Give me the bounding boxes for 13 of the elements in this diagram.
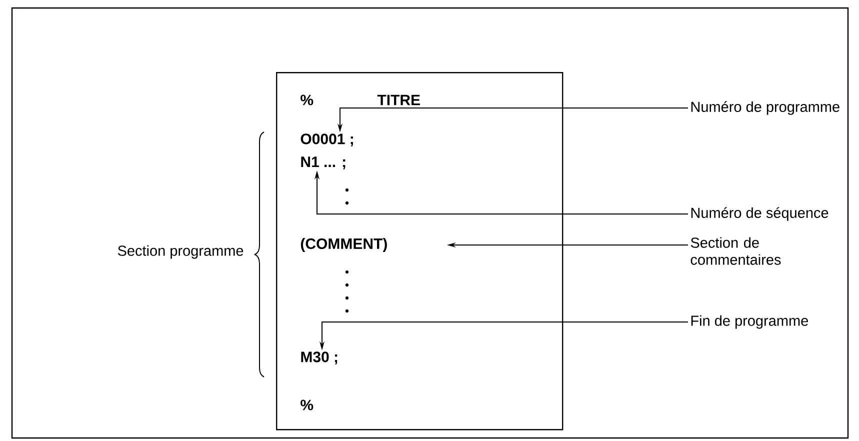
code-line: M30 ;	[301, 352, 338, 364]
callout-label: Section de commentaires	[690, 237, 781, 265]
callout-label: Fin de programme	[691, 315, 808, 329]
callout-label: Numéro de programme	[691, 101, 840, 115]
section-label: Section programme	[118, 245, 244, 259]
code-line: (COMMENT)	[300, 238, 387, 252]
code-line: TITRE	[377, 94, 420, 106]
code-line: %	[300, 94, 314, 106]
program-listing-box	[276, 72, 564, 430]
code-line: N1 ... ;	[301, 156, 346, 170]
code-line: %	[300, 400, 314, 410]
callout-label: Numéro de séquence	[691, 207, 828, 221]
code-line: O0001 ;	[300, 134, 353, 146]
